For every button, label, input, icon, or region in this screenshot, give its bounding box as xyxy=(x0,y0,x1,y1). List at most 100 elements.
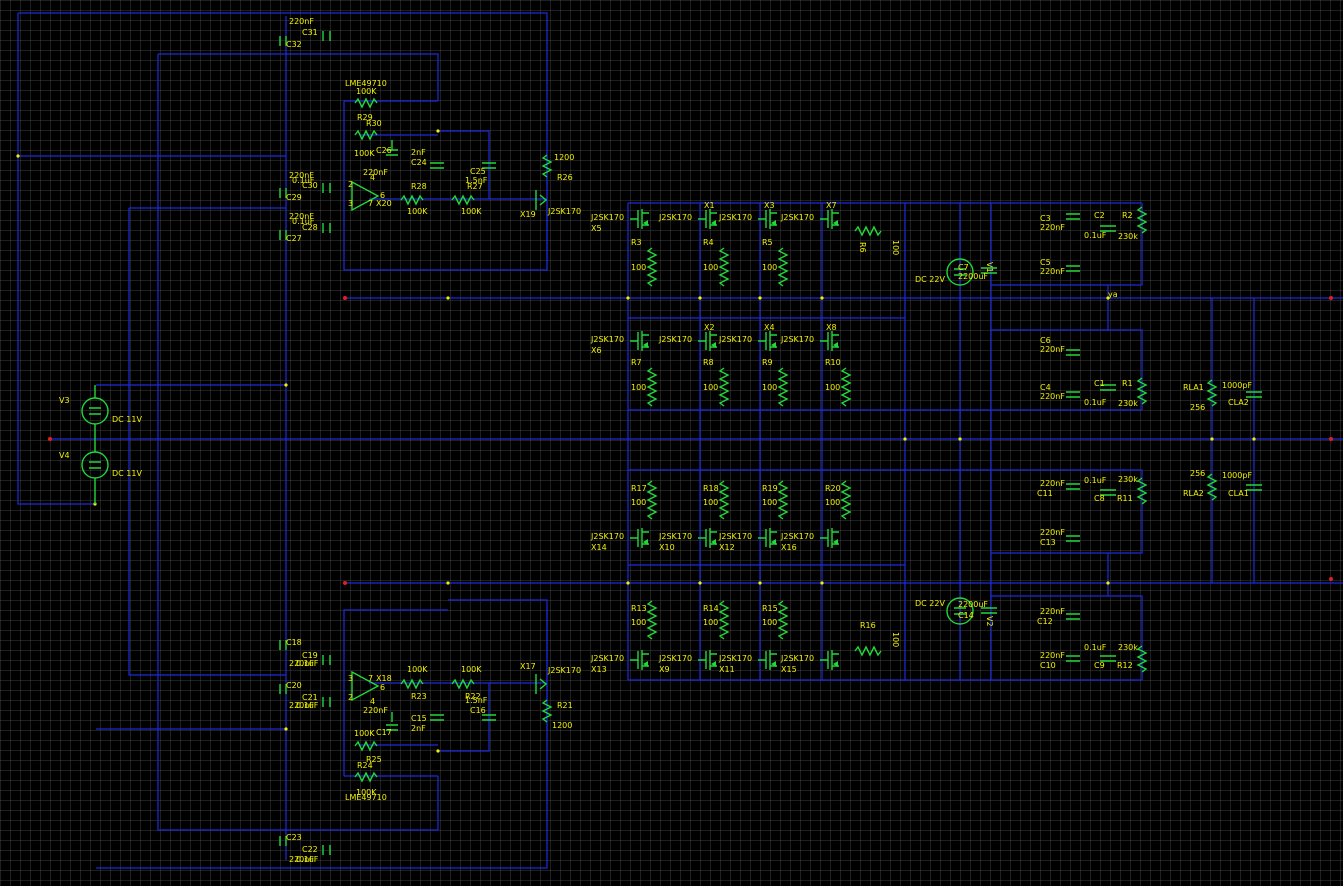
fet-x9 xyxy=(698,650,717,670)
resistor-r13-ref: R13 xyxy=(631,604,647,613)
c2-ref: C2 xyxy=(1094,211,1105,220)
resistor-r13-value: 100 xyxy=(631,618,646,627)
resistor-r17-value: 100 xyxy=(631,498,646,507)
fet-x11 xyxy=(758,650,777,670)
r12-value: 230k xyxy=(1118,643,1138,652)
fet-x9-part: J2SK170 xyxy=(658,654,692,663)
c3-ref: C3 xyxy=(1040,214,1051,223)
fet-x16-ref: X16 xyxy=(781,543,797,552)
fet-x10-ref: X10 xyxy=(659,543,675,552)
resistor-r4-value: 100 xyxy=(703,263,718,272)
resistor-r19-ref: R19 xyxy=(762,484,778,493)
c19-value: 0.1uF xyxy=(296,659,319,668)
resistor-r14 xyxy=(718,600,730,640)
v3-ref: V3 xyxy=(59,396,70,405)
fet-x13 xyxy=(630,650,649,670)
v1-ref: V1 xyxy=(985,262,994,273)
c14-ref: C14 xyxy=(958,611,974,620)
terminals xyxy=(48,296,1333,585)
resistor-r5-ref: R5 xyxy=(762,238,773,247)
top-driver-opamp[interactable]: LME49710 X20 2 3 4 6 7 xyxy=(345,79,392,212)
r28-value: 100K xyxy=(407,207,428,216)
r2-ref: R2 xyxy=(1122,211,1133,220)
wire xyxy=(991,203,1143,680)
fet-x15-part: J2SK170 xyxy=(780,654,814,663)
fet-x15-ref: X15 xyxy=(781,665,797,674)
fet-x4-ref: X4 xyxy=(764,323,775,332)
resistor-r3 xyxy=(646,247,658,287)
resistor-r16[interactable]: R16 100 xyxy=(854,621,900,657)
resistor-r3-ref: R3 xyxy=(631,238,642,247)
c8-value: 0.1uF xyxy=(1084,476,1107,485)
fet-x7-ref: X7 xyxy=(826,201,837,210)
fet-x8 xyxy=(820,331,839,351)
x18-part: LME49710 xyxy=(345,793,387,802)
fet-x13-arrow xyxy=(643,661,648,667)
fet-x4-part: J2SK170 xyxy=(718,335,752,344)
fet-x6 xyxy=(630,331,649,351)
r30-value: 100K xyxy=(354,149,375,158)
cla1-value: 1000pF xyxy=(1222,471,1252,480)
c6-ref: C6 xyxy=(1040,336,1051,345)
resistor-r14-value: 100 xyxy=(703,618,718,627)
net-ya: ya xyxy=(1108,290,1118,299)
source-v1[interactable]: DC 22V V1 xyxy=(915,258,994,286)
fet-x9-arrow xyxy=(711,661,716,667)
fet-x13-ref: X13 xyxy=(591,665,607,674)
r16-value: 100 xyxy=(891,632,900,647)
c27-value: 0.1uF xyxy=(292,217,315,226)
fet-x12 xyxy=(758,528,777,548)
c28-ref: C28 xyxy=(302,223,318,232)
capacitor-c14[interactable]: 2200uF C14 xyxy=(958,600,997,620)
resistor-r9-value: 100 xyxy=(762,383,777,392)
source-v2[interactable]: DC 22V V2 xyxy=(915,597,994,627)
c15-ref: C15 xyxy=(411,714,427,723)
source-v3[interactable]: V3 DC 11V xyxy=(59,385,142,439)
rla2-value: 256 xyxy=(1190,469,1205,478)
resistor-r8-value: 100 xyxy=(703,383,718,392)
c5-ref: C5 xyxy=(1040,258,1051,267)
wire xyxy=(991,329,1143,554)
fet-x10 xyxy=(698,528,717,548)
c29-ref: C29 xyxy=(286,193,302,202)
c7-ref: C7 xyxy=(958,263,969,272)
fet-x11-arrow xyxy=(771,661,776,667)
fet-x2-part: J2SK170 xyxy=(658,335,692,344)
resistor-r4 xyxy=(718,247,730,287)
c12-value: 220nF xyxy=(1040,607,1065,616)
c32-ref: C32 xyxy=(286,40,302,49)
fet-x5-arrow xyxy=(643,220,648,226)
r24-ref: R24 xyxy=(357,761,373,770)
c22-ref: C22 xyxy=(302,845,318,854)
fet-x2 xyxy=(698,331,717,351)
r25-ref: R25 xyxy=(366,755,382,764)
x19-ref: X19 xyxy=(520,210,536,219)
v4-ref: V4 xyxy=(59,451,70,460)
c22-value: 0.1uF xyxy=(296,855,319,864)
resistor-r4-ref: R4 xyxy=(703,238,714,247)
c30-value: 220nF xyxy=(289,171,314,180)
resistor-r5-value: 100 xyxy=(762,263,777,272)
resistor-r8 xyxy=(718,367,730,407)
fet-x5-part: J2SK170 xyxy=(590,213,624,222)
fet-x14-ref: X14 xyxy=(591,543,607,552)
capacitor-c7[interactable]: C7 2200uF xyxy=(958,263,997,281)
source-v4[interactable]: V4 DC 11V xyxy=(59,439,142,504)
r27-ref: R27 xyxy=(467,182,483,191)
c7-value: 2200uF xyxy=(958,272,988,281)
resistor-r18-ref: R18 xyxy=(703,484,719,493)
fet-x3-arrow xyxy=(771,220,776,226)
fet-x8-ref: X8 xyxy=(826,323,837,332)
x18-pin4: 4 xyxy=(370,697,375,706)
c31-ref: C31 xyxy=(302,28,318,37)
resistor-r6[interactable]: R6 100 xyxy=(854,225,900,255)
x20-pin7: 7 xyxy=(368,199,373,208)
wire xyxy=(1211,298,1255,583)
resistor-r18 xyxy=(718,480,730,520)
c5-value: 220nF xyxy=(1040,267,1065,276)
c13-ref: C13 xyxy=(1040,538,1056,547)
resistor-r15 xyxy=(777,600,789,640)
x20-pin6: 6 xyxy=(380,191,385,200)
bottom-driver-opamp[interactable]: LME49710 X18 3 2 7 6 4 xyxy=(345,670,392,802)
